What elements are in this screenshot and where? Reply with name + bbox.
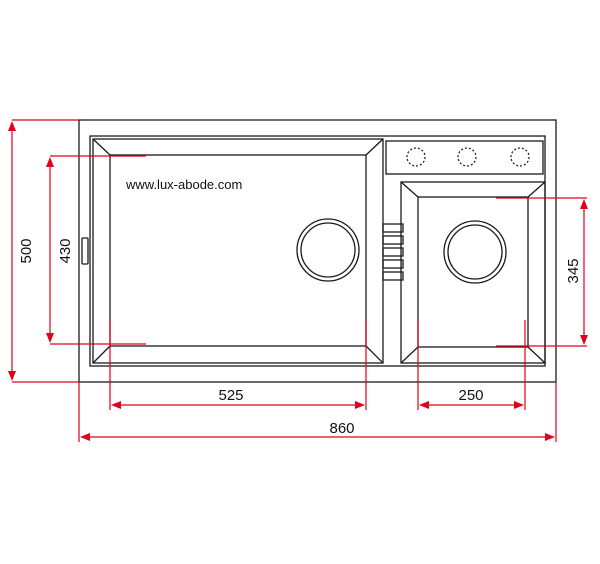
dimension-lines xyxy=(8,119,588,442)
tap-hole-strip xyxy=(385,140,544,175)
small-bowl-drain xyxy=(443,220,507,284)
main-bowl-drain xyxy=(296,218,360,282)
bowl-divider-grooves xyxy=(382,223,404,281)
dimension-main-bowl-depth: 430 xyxy=(57,238,74,263)
tap-holes xyxy=(406,147,530,167)
sink-outer-frame xyxy=(78,119,557,383)
main-bowl xyxy=(92,138,384,364)
dimension-overall-depth: 500 xyxy=(18,238,35,263)
overflow-slot xyxy=(81,237,89,265)
dimension-small-bowl-depth: 345 xyxy=(565,258,582,283)
dimension-main-bowl-width: 525 xyxy=(218,387,243,404)
dimension-overall-width: 860 xyxy=(329,420,354,437)
dimension-small-bowl-width: 250 xyxy=(458,387,483,404)
website-label: www.lux-abode.com xyxy=(125,177,242,192)
tap-hole-icon xyxy=(457,147,477,167)
sink-rim xyxy=(89,135,546,367)
small-bowl xyxy=(400,181,546,364)
tap-hole-icon xyxy=(406,147,426,167)
tap-hole-icon xyxy=(510,147,530,167)
sink-outline xyxy=(78,119,557,383)
